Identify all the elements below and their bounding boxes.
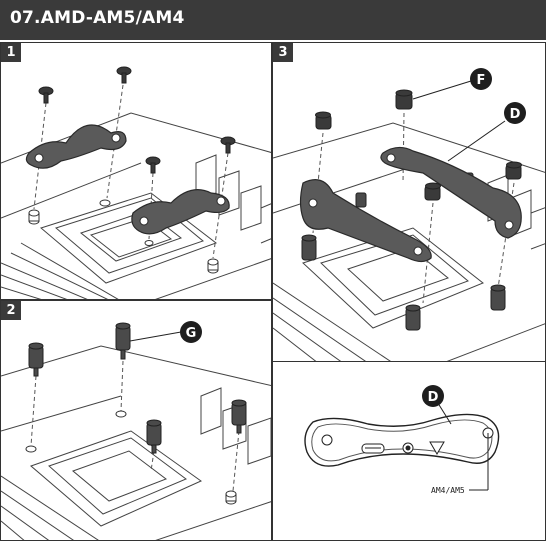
socket-label: AM4/AM5 xyxy=(431,486,465,495)
step-3-panel: F D 3 xyxy=(272,42,546,362)
step-3-number: 3 xyxy=(273,43,293,62)
step-3-illustration: F D xyxy=(273,68,545,361)
section-title: 07.AMD-AM5/AM4 xyxy=(10,8,185,28)
bracket-detail-panel: AM4/AM5 D xyxy=(272,361,546,541)
section-header: 07.AMD-AM5/AM4 xyxy=(0,0,546,40)
triangle-marker-icon xyxy=(429,441,445,455)
step-2-illustration: G xyxy=(1,321,271,540)
callout-g: G xyxy=(186,326,197,341)
bracket-detail-illustration: AM4/AM5 D xyxy=(304,385,500,495)
lock-icon xyxy=(361,443,385,454)
step-1-illustration xyxy=(1,66,271,299)
step-2-number: 2 xyxy=(1,301,21,320)
bracket-outline xyxy=(304,413,500,467)
step-1-number: 1 xyxy=(1,43,21,62)
callout-d-detail: D xyxy=(428,390,439,405)
step-2-panel: G 2 xyxy=(0,300,272,541)
callout-d: D xyxy=(510,107,521,122)
callout-f: F xyxy=(477,73,486,88)
step-1-panel: 1 xyxy=(0,42,272,300)
